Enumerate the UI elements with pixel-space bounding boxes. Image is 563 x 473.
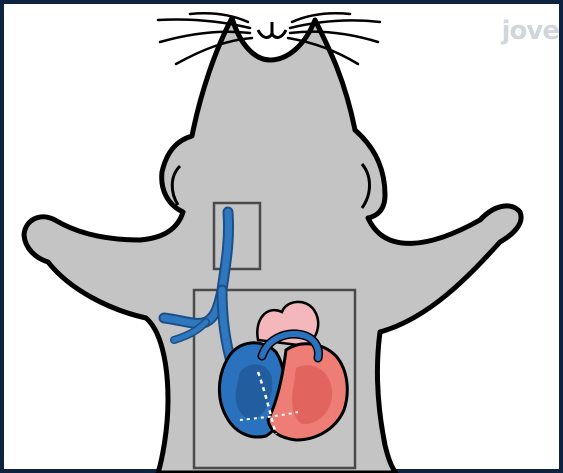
jove-watermark: jove: [502, 16, 559, 46]
